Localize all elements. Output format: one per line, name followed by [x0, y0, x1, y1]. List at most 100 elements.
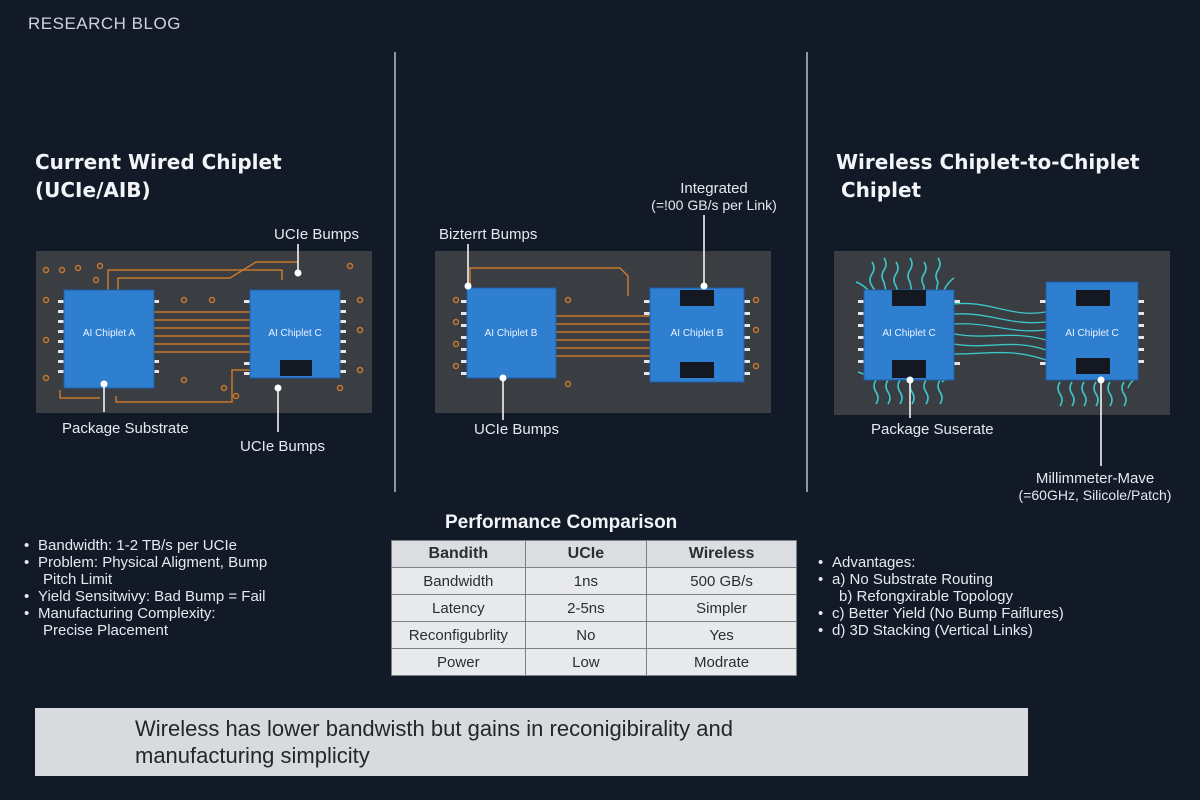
- table-cell: Bandwidth: [391, 567, 526, 595]
- wired-heading: Current Wired Chiplet (UCIe/AIB): [35, 148, 282, 204]
- table-cell: 1ns: [524, 567, 648, 595]
- chip-b2-pins: [644, 300, 750, 375]
- table-cell: Latency: [391, 594, 526, 622]
- wired-heading-line1: Current Wired Chiplet: [35, 150, 282, 174]
- wireless-heading-line2: Chiplet: [841, 178, 922, 202]
- table-cell: Modrate: [646, 648, 797, 676]
- wireless-callout-substrate: Package Suserate: [871, 421, 994, 438]
- conclusion-line2: manufacturing simplicity: [135, 743, 370, 768]
- chip-c-die-pad: [280, 360, 312, 376]
- wired-substrate-marker: [100, 380, 108, 388]
- advantages-list: •Advantages: •a) No Substrate Routing b)…: [818, 554, 1064, 639]
- table-header-cell: Bandith: [391, 540, 526, 568]
- list-item: •Problem: Physical Aligment, Bump: [24, 554, 268, 571]
- column-divider-right: [806, 52, 808, 492]
- middle-bump-dots: [452, 296, 760, 388]
- chip-c2-die-pad-bottom: [1076, 358, 1110, 374]
- list-item: •Yield Sensitwivy: Bad Bump = Fail: [24, 588, 266, 605]
- chip-c-pins: [244, 300, 346, 375]
- list-item: •d) 3D Stacking (Vertical Links): [818, 622, 1033, 639]
- wired-diagram: AI Chiplet A AI Chiplet C: [42, 244, 364, 432]
- table-header-cell: Wireless: [646, 540, 797, 568]
- list-item-continuation: Precise Placement: [43, 622, 169, 639]
- table-cell: Low: [524, 648, 648, 676]
- wired-trace-top2: [117, 261, 298, 292]
- wireless-callout-mmwave-line2: (=60GHz, Silicole/Patch): [1018, 487, 1172, 503]
- blog-label: RESEARCH BLOG: [28, 14, 181, 33]
- advantages-title: •Advantages:: [818, 554, 916, 571]
- middle-bumps-bottom-marker: [499, 374, 507, 382]
- wired-callout-bumps-top: UCIe Bumps: [274, 226, 360, 243]
- middle-integrated-marker: [700, 282, 708, 290]
- middle-callout-integrated-line2: (=!00 GB/s per Link): [651, 197, 777, 213]
- list-item: •a) No Substrate Routing: [818, 571, 993, 588]
- wireless-antenna-top-left: [855, 257, 955, 293]
- wireless-callout-mmwave-line1: Millimmeter-Mave: [1035, 470, 1155, 487]
- table-cell: Simpler: [646, 594, 797, 622]
- chip-a-label: AI Chiplet A: [83, 328, 136, 339]
- middle-interconnect-lines: [556, 315, 650, 357]
- table-cell: 2-5ns: [524, 594, 648, 622]
- chip-c2-pins: [1040, 300, 1144, 365]
- wired-callout-bumps-bottom: UCIe Bumps: [240, 438, 326, 455]
- table-header-row: Bandith UCIe Wireless: [391, 540, 797, 568]
- middle-callout-bumps-top: Bizterrt Bumps: [439, 226, 538, 243]
- table-cell: No: [524, 621, 648, 649]
- wireless-antenna-bottom-right: [1057, 377, 1137, 407]
- list-item: b) Refongxirable Topology: [839, 588, 1014, 605]
- chip-b1: [466, 287, 557, 379]
- middle-diagram: AI Chiplet B AI Chiplet B: [452, 215, 760, 420]
- wired-trace-top: [107, 269, 283, 292]
- list-item: •Manufacturing Complexity:: [24, 605, 216, 622]
- conclusion-line1: Wireless has lower bandwisth but gains i…: [135, 716, 733, 741]
- conclusion-banner: Wireless has lower bandwisth but gains i…: [35, 708, 1028, 776]
- wireless-substrate-marker: [906, 376, 914, 384]
- wired-trace-bottom2: [59, 390, 100, 399]
- table-row: Power Low Modrate: [391, 648, 797, 676]
- wired-trace-bottom: [115, 369, 270, 403]
- performance-title: Performance Comparison: [445, 512, 678, 533]
- middle-callout-integrated: Integrated (=!00 GB/s per Link): [640, 180, 788, 214]
- wired-callout-substrate: Package Substrate: [62, 420, 189, 437]
- performance-table: Bandith UCIe Wireless Bandwidth 1ns 500 …: [391, 540, 797, 676]
- chip-b2-die-pad-top: [680, 290, 714, 306]
- wireless-callout-mmwave: Millimmeter-Mave (=60GHz, Silicole/Patch…: [1002, 470, 1188, 504]
- list-item: •c) Better Yield (No Bump Faiflures): [818, 605, 1064, 622]
- wireless-mmwave-marker: [1097, 376, 1105, 384]
- table-cell: Reconfigubrlity: [391, 621, 526, 649]
- chip-c1-pins: [858, 300, 960, 365]
- middle-bumps-top-marker: [464, 282, 472, 290]
- list-item: •Bandwidth: 1-2 TB/s per UCIe: [24, 537, 237, 554]
- wired-issues-list: •Bandwidth: 1-2 TB/s per UCIe •Problem: …: [24, 537, 267, 639]
- column-divider-left: [394, 52, 396, 492]
- wireless-links: [953, 302, 1047, 361]
- chip-c1-label: AI Chiplet C: [882, 328, 935, 339]
- table-row: Reconfigubrlity No Yes: [391, 621, 797, 649]
- list-item-continuation: Pitch Limit: [43, 571, 113, 588]
- wired-bumps-bottom-marker: [274, 384, 282, 392]
- middle-callout-integrated-line1: Integrated: [680, 180, 748, 197]
- wired-bumps-top-marker: [294, 269, 302, 277]
- wired-interconnect-lines: [153, 311, 252, 353]
- chip-c-label: AI Chiplet C: [268, 328, 321, 339]
- chip-c2-die-pad-top: [1076, 290, 1110, 306]
- chip-b2-die-pad-bottom: [680, 362, 714, 378]
- wireless-heading-line1: Wireless Chiplet-to-Chiplet: [836, 150, 1140, 174]
- wireless-diagram: AI Chiplet C AI Chiplet C: [855, 257, 1144, 466]
- table-cell: Yes: [646, 621, 797, 649]
- chip-b2-label: AI Chiplet B: [671, 328, 724, 339]
- table-row: Bandwidth 1ns 500 GB/s: [391, 567, 797, 595]
- chip-a: [63, 289, 155, 389]
- table-row: Latency 2-5ns Simpler: [391, 594, 797, 622]
- table-cell: 500 GB/s: [646, 567, 797, 595]
- table-header-cell: UCIe: [524, 540, 648, 568]
- wireless-heading: Wireless Chiplet-to-Chiplet Chiplet: [836, 148, 1140, 204]
- chip-a-pins: [58, 300, 159, 373]
- chip-c2-label: AI Chiplet C: [1065, 328, 1118, 339]
- table-cell: Power: [391, 648, 526, 676]
- chip-c1-die-pad-top: [892, 290, 926, 306]
- wired-heading-line2: (UCIe/AIB): [35, 178, 151, 202]
- chip-b1-pins: [461, 300, 467, 375]
- chip-c1-die-pad-bottom: [892, 360, 926, 378]
